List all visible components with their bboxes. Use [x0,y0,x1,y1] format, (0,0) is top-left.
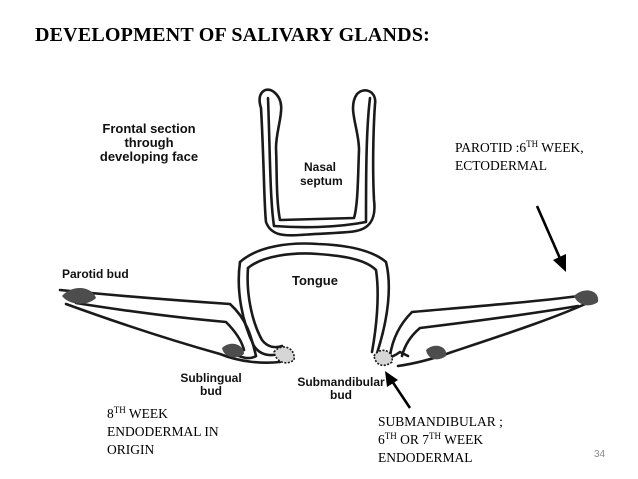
left-vestibule-inner [74,301,246,352]
submandibular-arrowhead [385,371,398,387]
nasal-septum-label: Nasal septum [300,160,343,188]
sublingual-bud-left [222,343,244,358]
figure-caption: Frontal section through developing face [90,122,208,164]
submandibular-arrow [388,377,412,409]
parotid-text: WEEK, [538,140,584,155]
sublingual-annotation: 8TH WEEK ENDODERMAL IN ORIGIN [107,405,219,459]
submandibular-annotation-line1: SUBMANDIBULAR ; [378,414,503,429]
tongue-label: Tongue [292,273,338,288]
submandibular-annotation-line2: 6TH OR 7TH WEEK [378,431,503,449]
sublingual-bud-right [426,345,447,360]
sublingual-annotation-line1: 8TH WEEK [107,405,219,423]
slide-title: DEVELOPMENT OF SALIVARY GLANDS: [35,24,430,46]
nasal-label-line: septum [300,174,343,188]
right-vestibule-outer [388,292,594,358]
submandibular-bud-label: Submandibular bud [292,376,390,402]
submandibular-text: OR 7 [396,432,430,447]
parotid-annotation: PAROTID :6TH WEEK, ECTODERMAL [455,139,584,175]
submandibular-annotation: SUBMANDIBULAR ; 6TH OR 7TH WEEK ENDODERM… [378,413,503,467]
sublingual-annotation-line3: ORIGIN [107,442,155,457]
sublingual-sup: TH [113,405,126,415]
caption-line: through [124,135,174,150]
right-vestibule-inner [400,304,580,358]
nasal-label-line: Nasal [303,160,337,174]
parotid-sup: TH [526,139,539,149]
submandibular-label-line: Submandibular [297,375,385,389]
parotid-bud-right [574,290,599,306]
tongue-left-inner [246,266,284,349]
submandibular-label-line: bud [330,388,352,402]
tongue-inner [246,252,379,354]
submandibular-sup: TH [384,431,397,441]
parotid-annotation-line2: ECTODERMAL [455,158,548,173]
submandibular-text: 6 [378,432,385,447]
left-vestibule-outer [58,288,258,360]
parotid-text: PAROTID :6 [455,140,527,155]
parotid-bud-label: Parotid bud [62,267,129,281]
right-lower-margin [396,298,596,368]
left-lower-margin [64,302,282,365]
parotid-arrow [535,205,564,264]
submandibular-bud-left [273,346,295,364]
sublingual-bud-label: Sublingual bud [172,372,250,398]
submandibular-sup: TH [429,431,442,441]
nasal-septum-inner [266,96,372,229]
sublingual-text: 8 [107,406,114,421]
submandibular-bud-right [373,349,393,367]
page-number: 34 [594,449,606,460]
submandibular-annotation-line3: ENDODERMAL [378,450,473,465]
sublingual-annotation-line2: ENDODERMAL IN [107,424,219,439]
caption-line: developing face [99,149,199,164]
sublingual-text: WEEK [125,406,168,421]
sublingual-label-line: Sublingual [180,371,242,385]
parotid-bud-left [62,287,96,304]
nasal-septum-outline [258,88,377,237]
caption-line: Frontal section [102,121,196,136]
parotid-arrowhead [553,254,566,272]
sublingual-label-line: bud [200,384,222,398]
submandibular-text: WEEK [441,432,484,447]
parotid-annotation-line1: PAROTID :6TH WEEK, [455,139,584,157]
